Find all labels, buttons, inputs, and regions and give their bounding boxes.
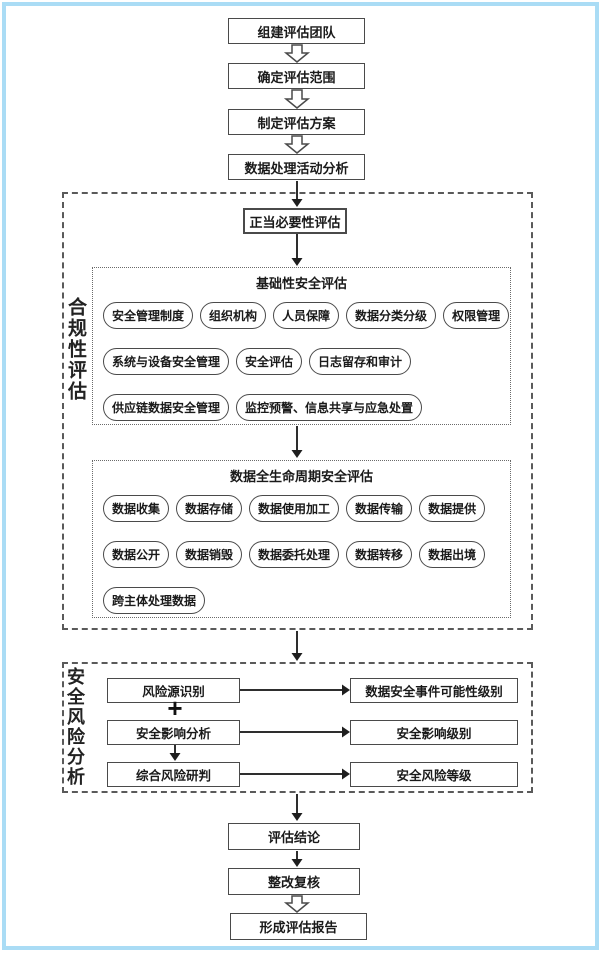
pill-cross-entity-processing: 跨主体处理数据 [103, 587, 206, 614]
flow-step-activity-analysis: 数据处理活动分析 [228, 154, 365, 180]
flow-step-rectification-review-label: 整改复核 [267, 875, 320, 890]
pill-organization: 组织机构 [200, 302, 267, 329]
pill-data-collection: 数据收集 [103, 495, 170, 522]
arrow-conclusion-to-review [291, 851, 303, 867]
flow-step-form-report-label: 形成评估报告 [259, 920, 338, 935]
basic-security-assessment-title: 基础性安全评估 [255, 276, 347, 291]
flow-step-form-report: 形成评估报告 [230, 913, 367, 940]
flow-step-make-plan: 制定评估方案 [228, 109, 365, 135]
pill-data-disclosure: 数据公开 [103, 541, 170, 568]
security-risk-grade-label: 安全风险等级 [396, 769, 472, 783]
plus-symbol: + [167, 693, 183, 723]
lifecycle-pill-row-3: 跨主体处理数据 [93, 587, 510, 614]
incident-likelihood-level-box: 数据安全事件可能性级别 [350, 678, 518, 703]
security-impact-analysis-box: 安全影响分析 [107, 720, 240, 745]
pill-data-entrusted-processing: 数据委托处理 [249, 541, 340, 568]
basic-security-assessment-box: 基础性安全评估 安全管理制度 组织机构 人员保障 数据分类分级 权限管理 系统与… [92, 267, 511, 425]
necessity-assessment-box: 正当必要性评估 [243, 208, 347, 234]
comprehensive-risk-judgment-label: 综合风险研判 [135, 769, 211, 783]
security-risk-grade-box: 安全风险等级 [350, 762, 518, 787]
pill-data-export: 数据出境 [419, 541, 486, 568]
arrow-compliance-to-risk [291, 631, 303, 661]
pill-data-use-processing: 数据使用加工 [249, 495, 340, 522]
pill-monitoring-warning-response: 监控预警、信息共享与应急处置 [236, 394, 423, 421]
flow-step-build-team-label: 组建评估团队 [257, 24, 336, 40]
security-impact-level-box: 安全影响级别 [350, 720, 518, 745]
hollow-arrow-1 [283, 44, 311, 63]
arrow-risk-to-conclusion [291, 794, 303, 821]
comprehensive-risk-judgment-box: 综合风险研判 [107, 762, 240, 787]
pill-system-device-security: 系统与设备安全管理 [103, 348, 230, 375]
risk-source-identification-label: 风险源识别 [142, 685, 205, 699]
risk-section-side-label: 安全风险分析 [65, 667, 85, 787]
flow-step-rectification-review: 整改复核 [228, 868, 360, 895]
pill-data-destruction: 数据销毁 [176, 541, 243, 568]
flow-step-assessment-conclusion: 评估结论 [228, 823, 360, 850]
basic-pill-row-3: 供应链数据安全管理 监控预警、信息共享与应急处置 [93, 394, 510, 421]
security-impact-analysis-label: 安全影响分析 [135, 727, 211, 741]
compliance-section-side-label: 合规性评估 [65, 297, 86, 402]
flow-step-make-plan-label: 制定评估方案 [257, 115, 336, 131]
basic-pill-row-1: 安全管理制度 组织机构 人员保障 数据分类分级 权限管理 [93, 302, 510, 329]
pill-log-audit: 日志留存和审计 [309, 348, 412, 375]
pill-supply-chain-security: 供应链数据安全管理 [103, 394, 230, 421]
risk-source-identification-box: 风险源识别 [107, 678, 240, 703]
security-impact-level-label: 安全影响级别 [396, 727, 472, 741]
risk-section-container [62, 662, 533, 793]
hollow-arrow-3 [283, 135, 311, 154]
flow-step-define-scope: 确定评估范围 [228, 63, 365, 89]
pill-data-classification: 数据分类分级 [346, 302, 437, 329]
pill-data-transmission: 数据传输 [346, 495, 413, 522]
flow-step-build-team: 组建评估团队 [228, 18, 365, 44]
pill-access-control: 权限管理 [443, 302, 510, 329]
basic-pill-row-2: 系统与设备安全管理 安全评估 日志留存和审计 [93, 348, 510, 375]
hollow-arrow-4 [283, 895, 311, 913]
pill-personnel: 人员保障 [273, 302, 340, 329]
compliance-section-container [62, 192, 533, 630]
necessity-assessment-label: 正当必要性评估 [249, 214, 341, 230]
lifecycle-security-assessment-title: 数据全生命周期安全评估 [229, 469, 373, 484]
lifecycle-pill-row-2: 数据公开 数据销毁 数据委托处理 数据转移 数据出境 [93, 541, 510, 568]
flow-step-activity-analysis-label: 数据处理活动分析 [244, 160, 349, 176]
lifecycle-pill-row-1: 数据收集 数据存储 数据使用加工 数据传输 数据提供 [93, 495, 510, 522]
lifecycle-security-assessment-box: 数据全生命周期安全评估 数据收集 数据存储 数据使用加工 数据传输 数据提供 数… [92, 460, 511, 618]
pill-data-provision: 数据提供 [419, 495, 486, 522]
pill-security-mgmt-system: 安全管理制度 [103, 302, 194, 329]
pill-data-storage: 数据存储 [176, 495, 243, 522]
hollow-arrow-2 [283, 89, 311, 109]
incident-likelihood-level-label: 数据安全事件可能性级别 [365, 685, 503, 699]
pill-security-assessment: 安全评估 [236, 348, 303, 375]
flow-step-assessment-conclusion-label: 评估结论 [267, 830, 320, 845]
pill-data-transfer: 数据转移 [346, 541, 413, 568]
flow-step-define-scope-label: 确定评估范围 [257, 69, 336, 85]
